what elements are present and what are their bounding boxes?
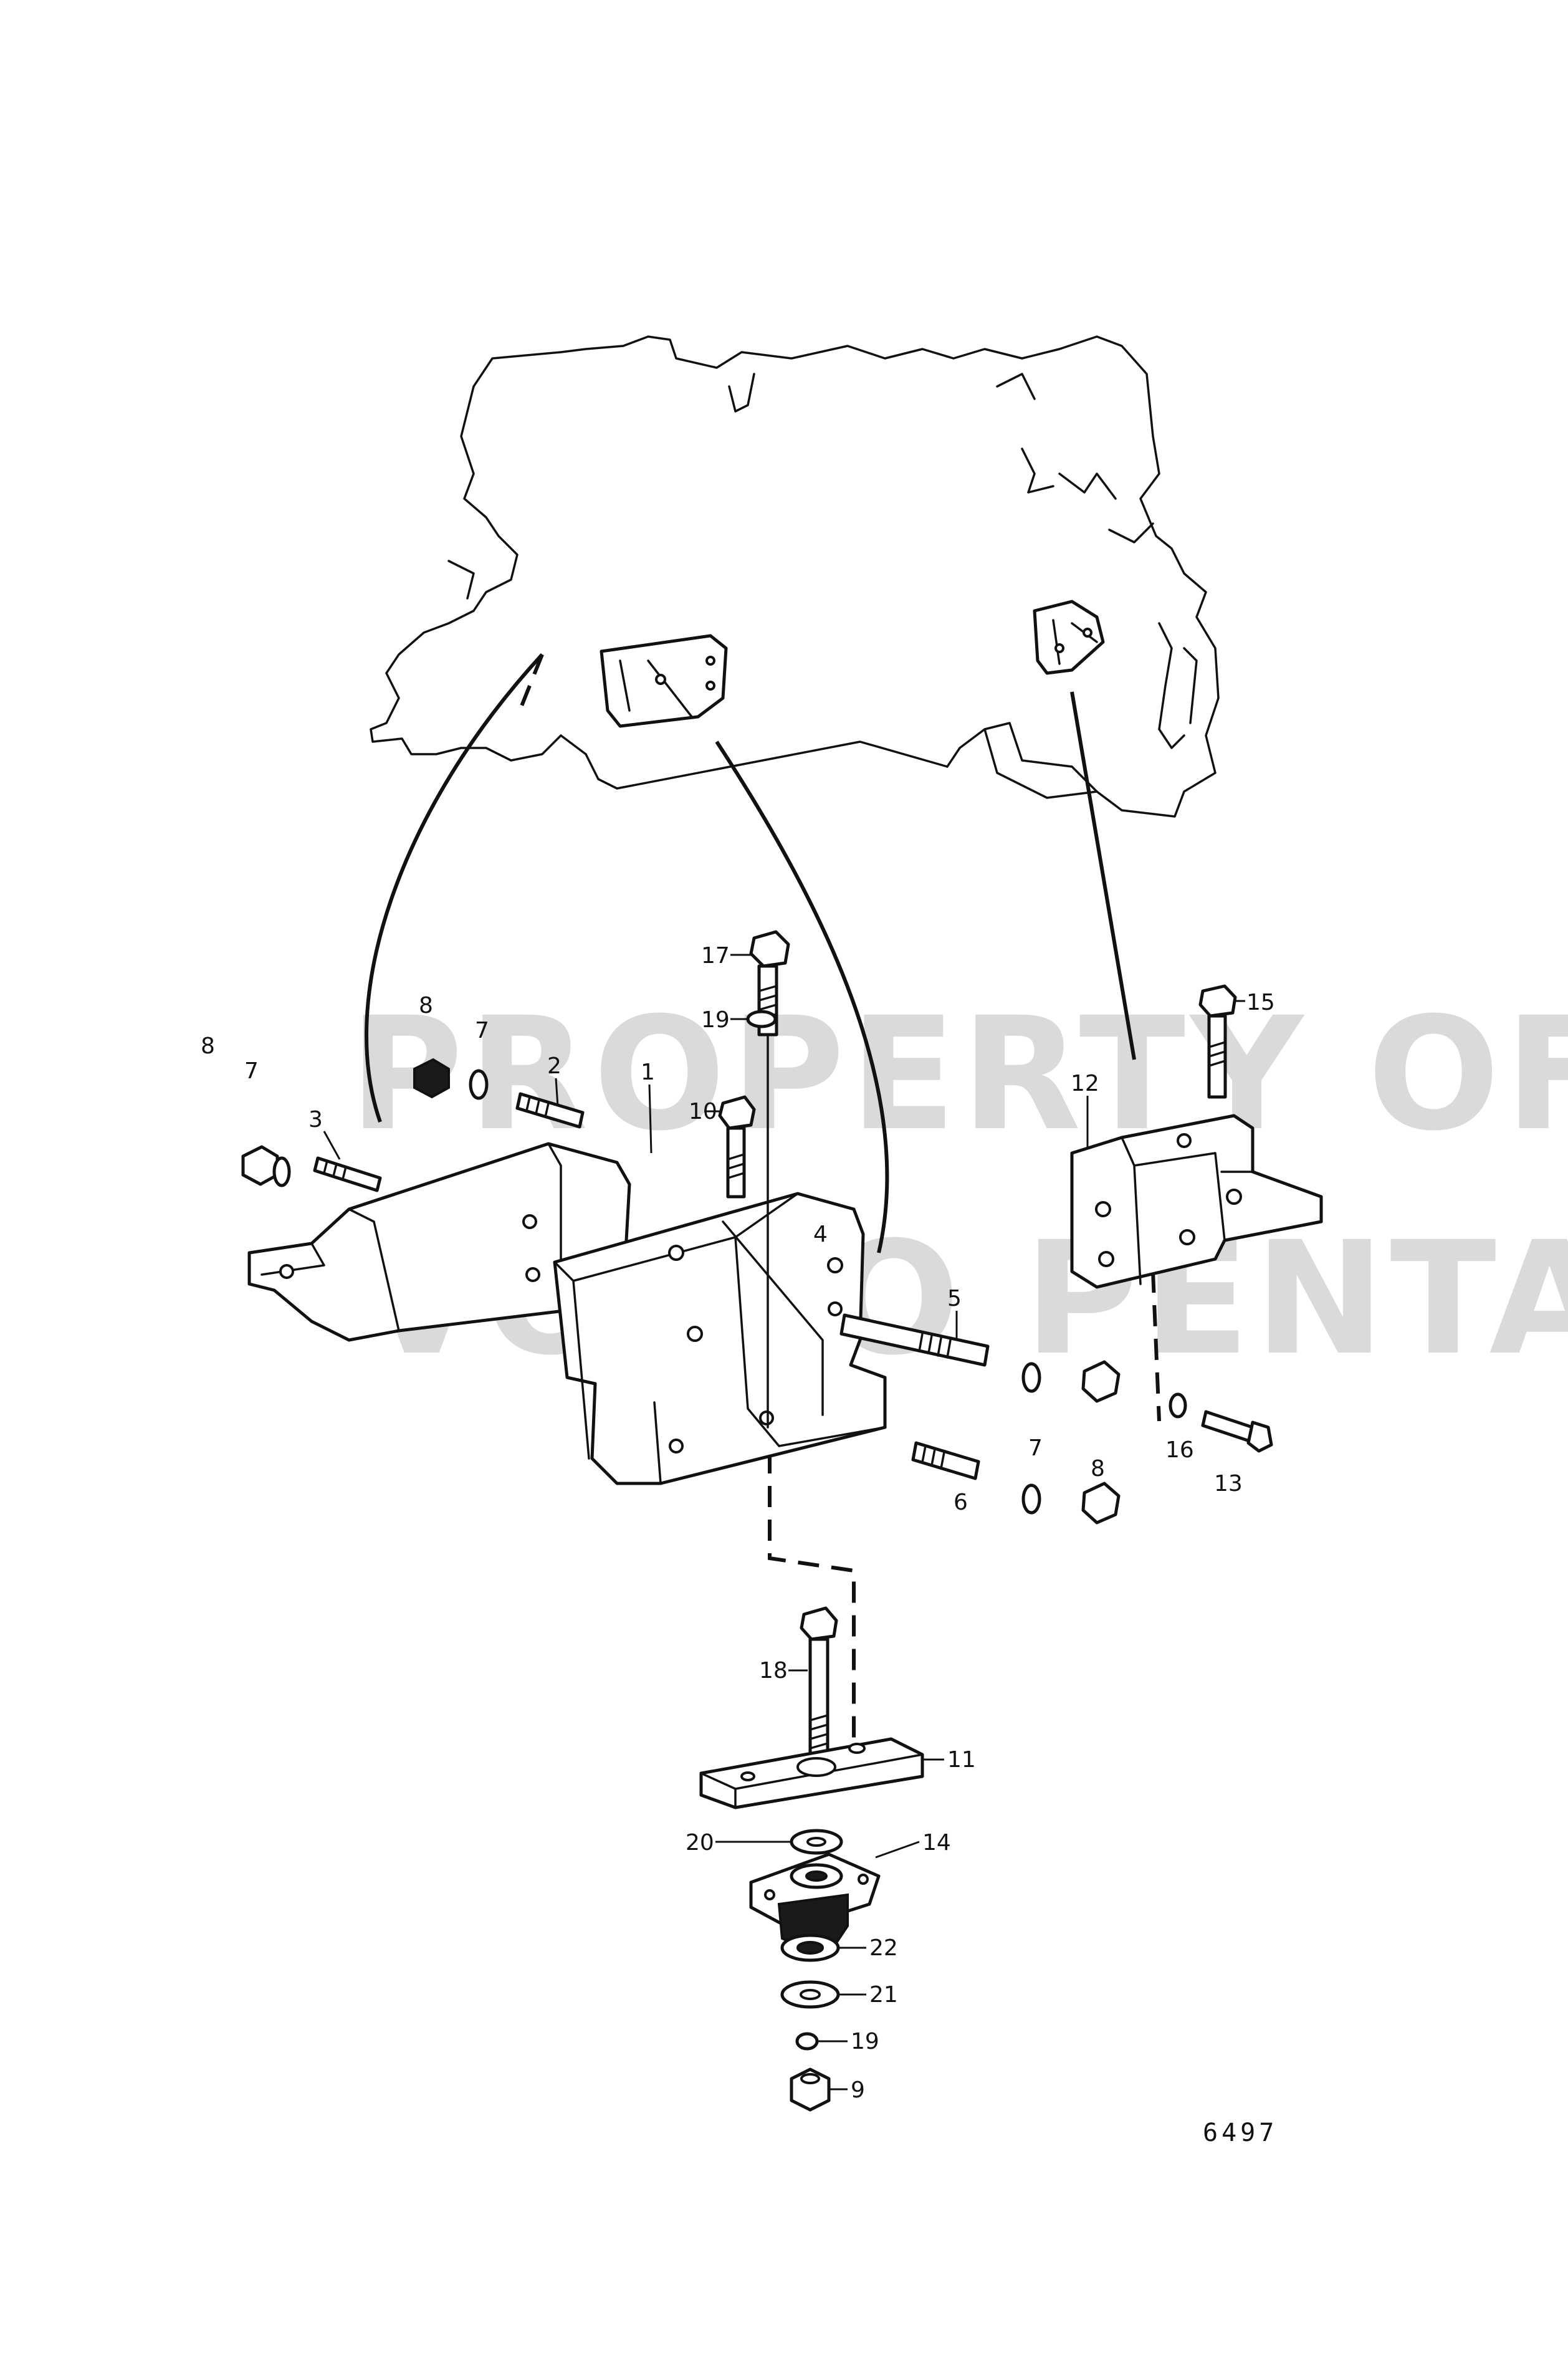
washer-21 <box>780 1980 840 2009</box>
callout-7: 7 <box>244 1058 259 1084</box>
callout-19: 19 <box>851 2029 879 2054</box>
nut-18 <box>790 2067 831 2112</box>
callout-7: 7 <box>1028 1435 1043 1461</box>
rubber-mount-16 <box>749 1852 881 1950</box>
bolt-9 <box>718 1095 756 1199</box>
washer-19-top <box>746 1010 777 1028</box>
callout-20: 20 <box>686 1830 714 1856</box>
bolt-13 <box>1198 984 1237 1099</box>
lock-washer-19 <box>795 2032 819 2051</box>
callout-7: 7 <box>475 1018 489 1043</box>
mounting-plate-14 <box>699 1737 924 1809</box>
washer-7-right-upper <box>1021 1362 1041 1393</box>
callout-11: 13 <box>1214 1471 1243 1497</box>
watermark-line-1: PROPERTY OF <box>349 984 1568 1165</box>
callout-14: 11 <box>947 1747 976 1773</box>
engine-rear-mount-bracket <box>1033 600 1105 675</box>
callout-15: 17 <box>701 943 730 969</box>
washer-7-right-lower <box>1021 1483 1041 1515</box>
callout-8: 8 <box>201 1033 215 1059</box>
callout-5: 5 <box>947 1286 962 1311</box>
callout-19: 19 <box>701 1007 730 1033</box>
callout-13: 15 <box>1246 990 1275 1015</box>
stud-6 <box>911 1441 980 1480</box>
washer-20 <box>790 1829 843 1855</box>
right-mount-bracket <box>1070 1114 1323 1289</box>
figure-number: 6497 <box>1203 2119 1278 2147</box>
connection-lines <box>365 653 1161 1739</box>
callout-8: 8 <box>1091 1456 1105 1482</box>
bolt-15 <box>749 930 790 1429</box>
callout-21: 21 <box>869 1982 898 2008</box>
nut-8-left <box>241 1145 279 1186</box>
callout-4: 4 <box>813 1222 828 1247</box>
callout-6: 6 <box>954 1490 968 1515</box>
callout-22: 22 <box>869 1935 898 1961</box>
callout-1: 1 <box>641 1060 655 1085</box>
nut-8-right-upper <box>1081 1360 1121 1403</box>
stud-2 <box>515 1092 585 1129</box>
callout-17: 18 <box>759 1658 788 1684</box>
washer-7-mid <box>469 1069 489 1100</box>
washer-12 <box>1169 1392 1187 1419</box>
nut-8-mid <box>413 1058 450 1099</box>
callout-12: 16 <box>1165 1437 1194 1463</box>
callout-2: 2 <box>547 1053 562 1079</box>
callout-16: 14 <box>922 1830 951 1856</box>
callout-3: 3 <box>308 1107 323 1133</box>
nut-8-right-lower <box>1081 1482 1121 1525</box>
engine-outline <box>370 335 1220 818</box>
center-mount-bracket <box>553 1192 887 1485</box>
stud-5 <box>839 1313 990 1367</box>
bolt-17 <box>800 1606 838 1772</box>
callout-8: 8 <box>419 993 433 1018</box>
engine-front-mount-bracket <box>600 634 728 728</box>
washer-7-left <box>272 1156 291 1187</box>
washer-22 <box>780 1933 840 1962</box>
bolt-11 <box>1201 1410 1273 1453</box>
stud-3 <box>313 1156 382 1192</box>
callout-10: 12 <box>1071 1071 1099 1096</box>
callout-labels: 8 7 3 8 7 2 1 17 19 10 4 15 12 5 7 8 6 1… <box>201 943 1275 2103</box>
callout-18: 9 <box>851 2077 865 2103</box>
